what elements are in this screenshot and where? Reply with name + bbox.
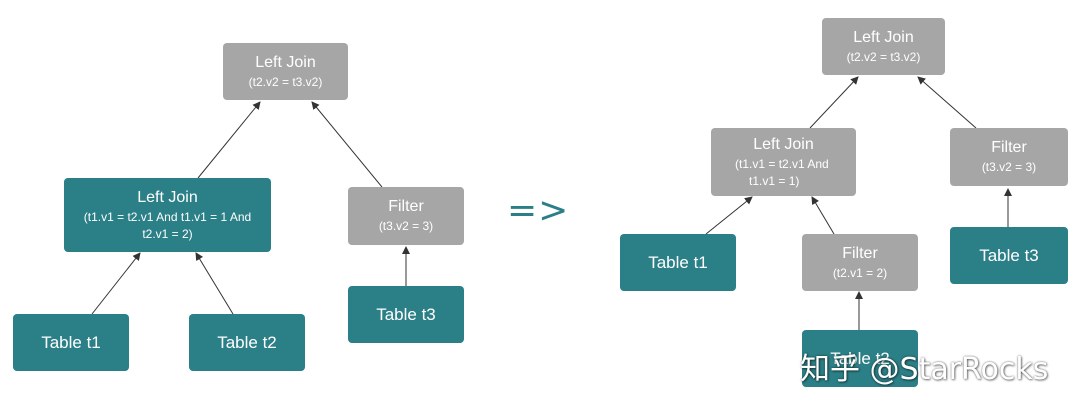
node-condition-line-2: t1.v1 = 1) xyxy=(749,173,800,188)
node-title: Left Join xyxy=(753,135,814,153)
watermark: 知乎 @StarRocks xyxy=(800,352,1049,387)
node-condition-line-2: t2.v1 = 2) xyxy=(142,226,193,241)
right-inner-join-node: Left Join (t1.v1 = t2.v1 And t1.v1 = 1) xyxy=(711,128,856,196)
left-table-t2-node: Table t2 xyxy=(189,314,305,371)
right-filter-t3-node: Filter (t3.v2 = 3) xyxy=(950,128,1068,186)
edge-right-t1-to-innerjoin xyxy=(705,196,753,235)
right-table-t3-node: Table t3 xyxy=(950,227,1068,284)
edge-right-innerjoin-to-root xyxy=(809,76,859,129)
table-label: Table t3 xyxy=(376,304,436,324)
node-title: Filter xyxy=(842,244,878,262)
right-table-t1-node: Table t1 xyxy=(620,234,736,291)
edge-right-filter-t2-to-innerjoin xyxy=(811,196,835,235)
left-filter-node: Filter (t3.v2 = 3) xyxy=(348,187,464,245)
table-label: Table t3 xyxy=(979,245,1039,265)
edge-left-t1-to-innerjoin xyxy=(91,252,141,315)
left-table-t3-node: Table t3 xyxy=(348,286,464,343)
table-label: Table t2 xyxy=(217,332,277,352)
right-table-t2-node: Table t2 xyxy=(802,330,918,387)
table-label: Table t2 xyxy=(830,348,890,368)
edge-left-filter-to-root xyxy=(311,101,383,188)
node-condition-line-1: (t1.v1 = t2.v1 And xyxy=(735,156,829,171)
node-condition: (t2.v2 = t3.v2) xyxy=(248,74,323,89)
edge-right-filter-t3-to-root xyxy=(917,76,977,129)
node-title: Left Join xyxy=(137,188,198,206)
edge-left-t2-to-innerjoin xyxy=(195,252,234,315)
node-title: Filter xyxy=(991,139,1027,156)
right-root-join-node: Left Join (t2.v2 = t3.v2) xyxy=(822,18,945,75)
node-condition: (t2.v1 = 2) xyxy=(832,265,888,280)
node-condition-line-1: (t1.v1 = t2.v1 And t1.v1 = 1 And xyxy=(83,209,252,224)
node-condition: (t3.v2 = 3) xyxy=(981,160,1037,174)
left-table-t1-node: Table t1 xyxy=(13,314,129,371)
node-title: Left Join xyxy=(853,28,914,46)
node-title: Filter xyxy=(388,198,424,215)
node-title: Left Join xyxy=(255,53,316,71)
table-label: Table t1 xyxy=(41,332,101,352)
right-filter-t2-node: Filter (t2.v1 = 2) xyxy=(802,234,918,291)
table-label: Table t1 xyxy=(648,252,708,272)
edge-left-innerjoin-to-root xyxy=(197,101,261,179)
left-inner-join-node: Left Join (t1.v1 = t2.v1 And t1.v1 = 1 A… xyxy=(64,178,271,252)
node-condition: (t3.v2 = 3) xyxy=(378,219,434,233)
transform-arrow: => xyxy=(507,190,570,231)
left-root-join-node: Left Join (t2.v2 = t3.v2) xyxy=(223,43,348,100)
node-condition: (t2.v2 = t3.v2) xyxy=(846,49,921,64)
